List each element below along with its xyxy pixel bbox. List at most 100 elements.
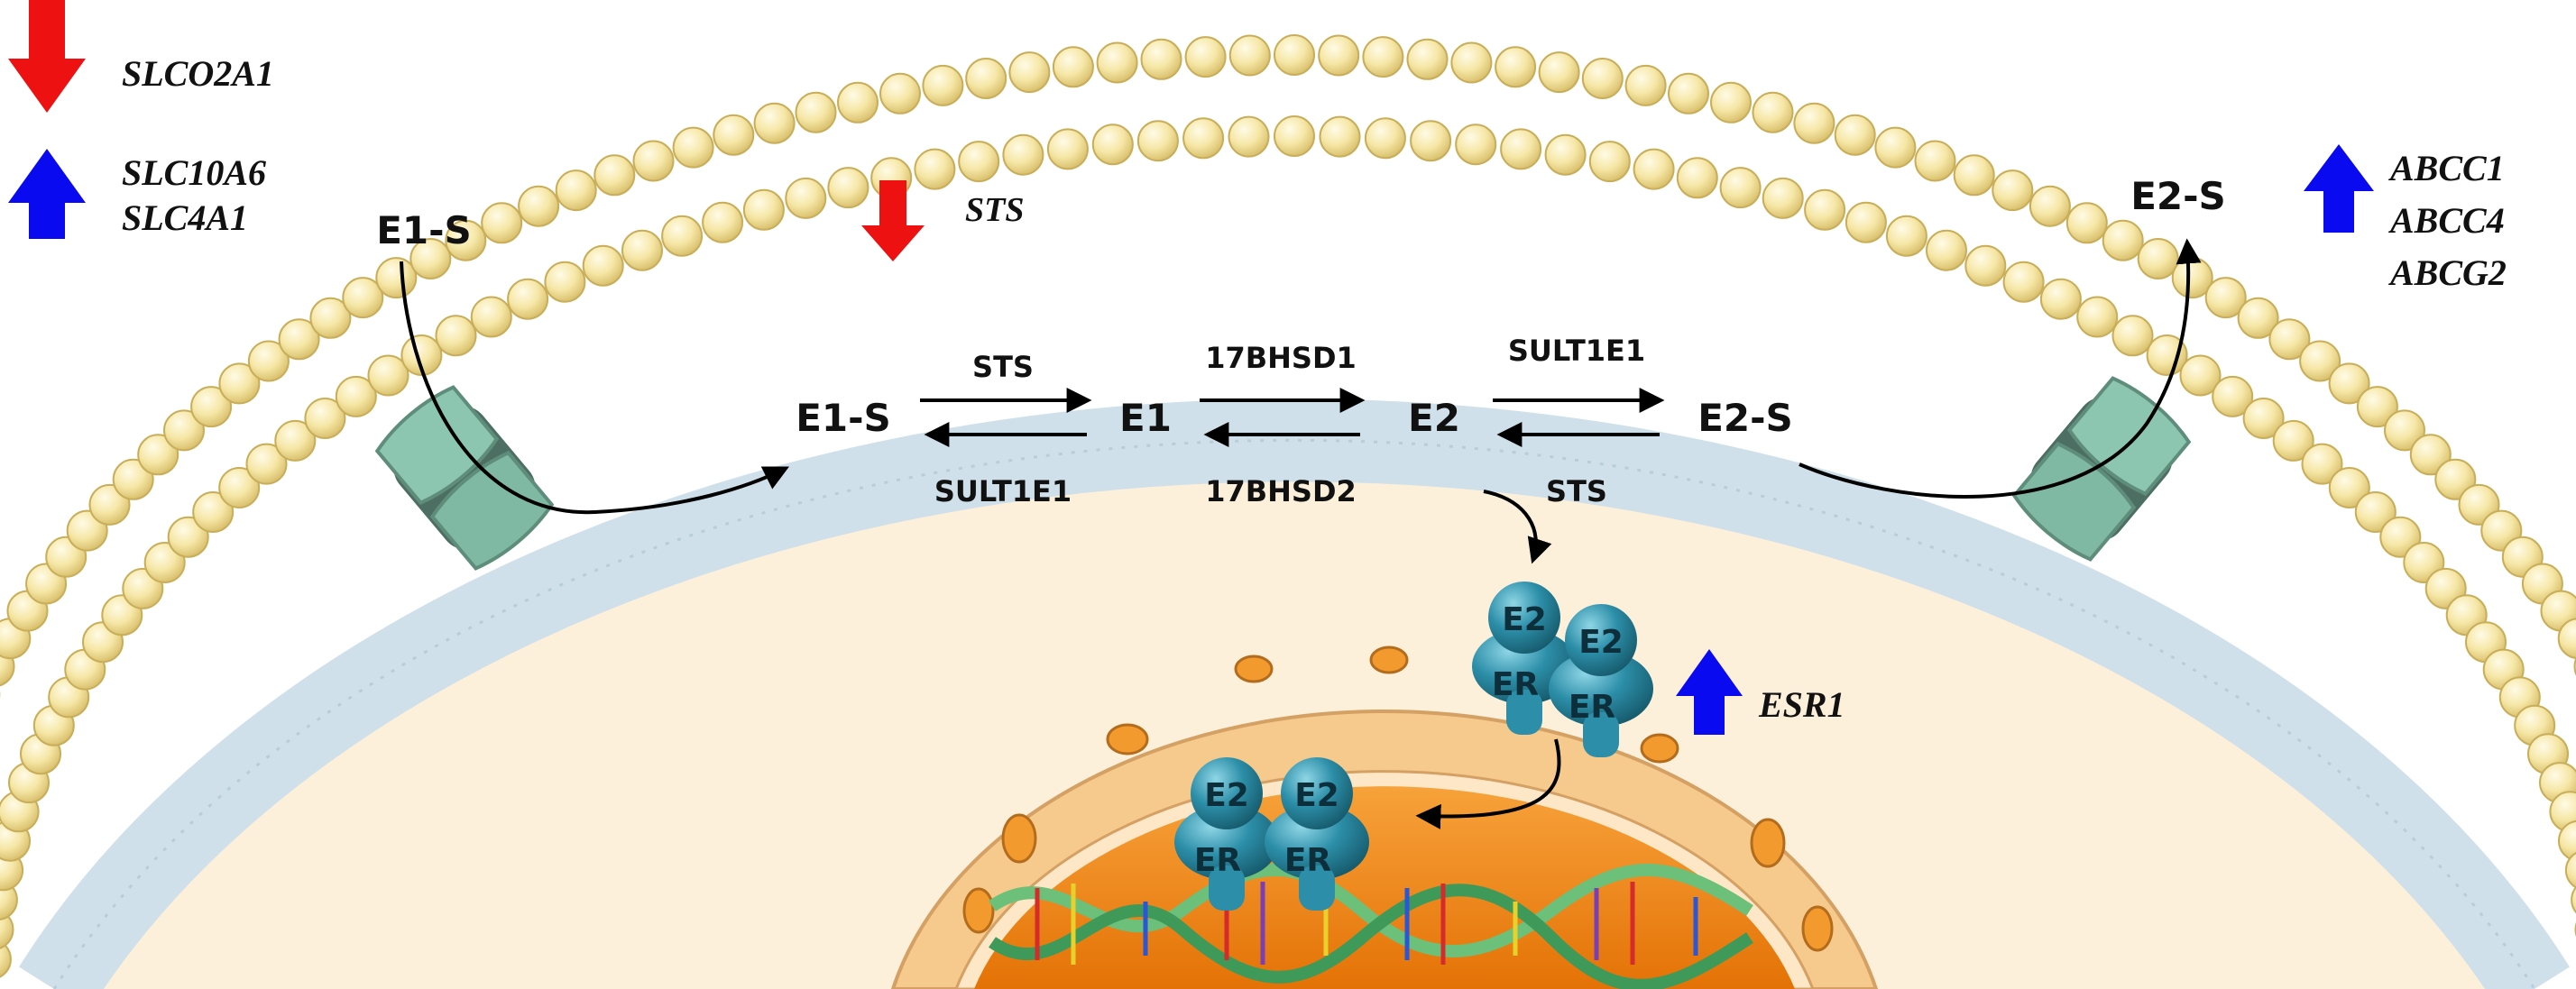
lipid-head [2212,375,2254,417]
lipid-head [1500,128,1542,170]
lipid-head [2204,277,2247,319]
gene-label-down: SLCO2A1 [122,53,274,94]
lipid-head [2558,820,2576,862]
lipid-head [1274,34,1315,76]
lipid-head [1182,117,1225,160]
lipid-head [2237,297,2279,339]
lipid-head [375,257,418,299]
lipid-head [742,188,785,231]
lipid-head [1762,177,1804,219]
lipid-head [274,419,317,462]
lipid-head [2137,238,2179,279]
complex-ligand-label: E2 [1502,601,1547,638]
lipid-head [218,467,261,508]
metabolite-e1s: E1-S [796,396,891,440]
down-arrow-icon [861,180,925,261]
lipid-head [1184,36,1227,78]
lipid-head [1008,51,1051,94]
lipid-head [247,340,290,382]
lipid-head [309,297,352,339]
lipid-head [470,296,512,338]
lipid-head [1002,133,1044,176]
reaction-arrows [920,388,1665,447]
lipid-head [2301,443,2343,485]
metabolite-e2s: E2-S [1697,396,1793,440]
lipid-head [367,354,409,397]
e2-to-receptor-arrow [1483,490,1552,564]
lipid-head [190,386,233,428]
lipid-head [400,334,443,376]
lipid-head [192,491,235,533]
lipid-head [507,278,549,320]
lipid-head [827,167,869,209]
lipid-head [1793,102,1835,144]
lipid-head [2146,334,2188,376]
efflux-arrow [1799,238,2202,499]
receptor-to-nucleus-arrow [1415,738,1561,829]
lipid-head [167,516,209,558]
lipid-head [1136,120,1179,162]
lipid-head [1544,133,1587,176]
complex-receptor-label: ER [1194,842,1241,879]
lipid-head [1953,154,1995,197]
lipid-head [632,140,675,182]
lipid-head [218,362,261,405]
up-arrow-icon [1676,649,1743,735]
lipid-head [342,277,384,319]
lipid-head [1992,169,2034,212]
lipid-head [1914,140,1956,182]
lipid-head [1633,148,1675,190]
lipid-head [2557,618,2576,660]
lipid-head [278,318,320,361]
enzyme-sult1e1-reverse: SULT1E1 [934,474,1072,508]
lipid-head [0,940,12,978]
lipid-head [245,443,288,485]
lipid-heads-outer [0,34,2576,699]
lipid-head [1318,34,1360,77]
lipid-head [2002,261,2045,303]
lipid-head [2111,315,2154,357]
gene-label-membrane: STS [965,191,1024,229]
up-arrow-icon [8,149,86,239]
lipid-head [2356,386,2398,428]
lipid-head [2299,340,2341,382]
down-arrow-icon [8,0,86,113]
lipid-head [1406,38,1449,80]
lipid-head [409,238,452,279]
lipid-head [435,315,477,357]
nucleus [890,646,1879,989]
lipid-head [2354,491,2397,533]
lipid-head [1885,215,1927,257]
lipid-head [2179,354,2222,397]
lipid-head [1719,167,1762,209]
lipid-head [621,229,663,271]
enzyme-sts-reverse: STS [1546,474,1607,508]
transporter-left [374,385,555,571]
lipid-head [713,114,755,156]
lipid-head [702,201,744,243]
enzyme-17bhsd1: 17BHSD1 [1205,341,1357,375]
lipid-head [1834,114,1876,156]
outside-e1s-label: E1-S [376,208,472,252]
lipid-head [879,72,921,114]
lipid-head [1228,34,1271,77]
lipid-head [1845,201,1887,243]
lipid-head [163,409,205,452]
lipid-head [795,91,837,133]
gene-label-efflux: ABCC1 [2387,148,2505,188]
gene-label-efflux: ABCG2 [2387,252,2507,293]
lipid-head [481,202,523,244]
lipid-head [2029,185,2071,227]
enzyme-sult1e1-forward: SULT1E1 [1508,334,1645,368]
lipid-head [1588,141,1631,183]
lipid-head [2409,434,2452,476]
lipid-head [2242,398,2285,439]
metabolite-e1: E1 [1119,396,1172,440]
gene-label-efflux: ABCC4 [2387,200,2505,241]
lipid-head [1964,244,2007,287]
lipid-head [1410,120,1452,162]
up-arrow-icon [2304,144,2374,233]
lipid-head [965,58,1007,99]
lipid-head [555,169,597,212]
lipid-head [2065,202,2108,244]
